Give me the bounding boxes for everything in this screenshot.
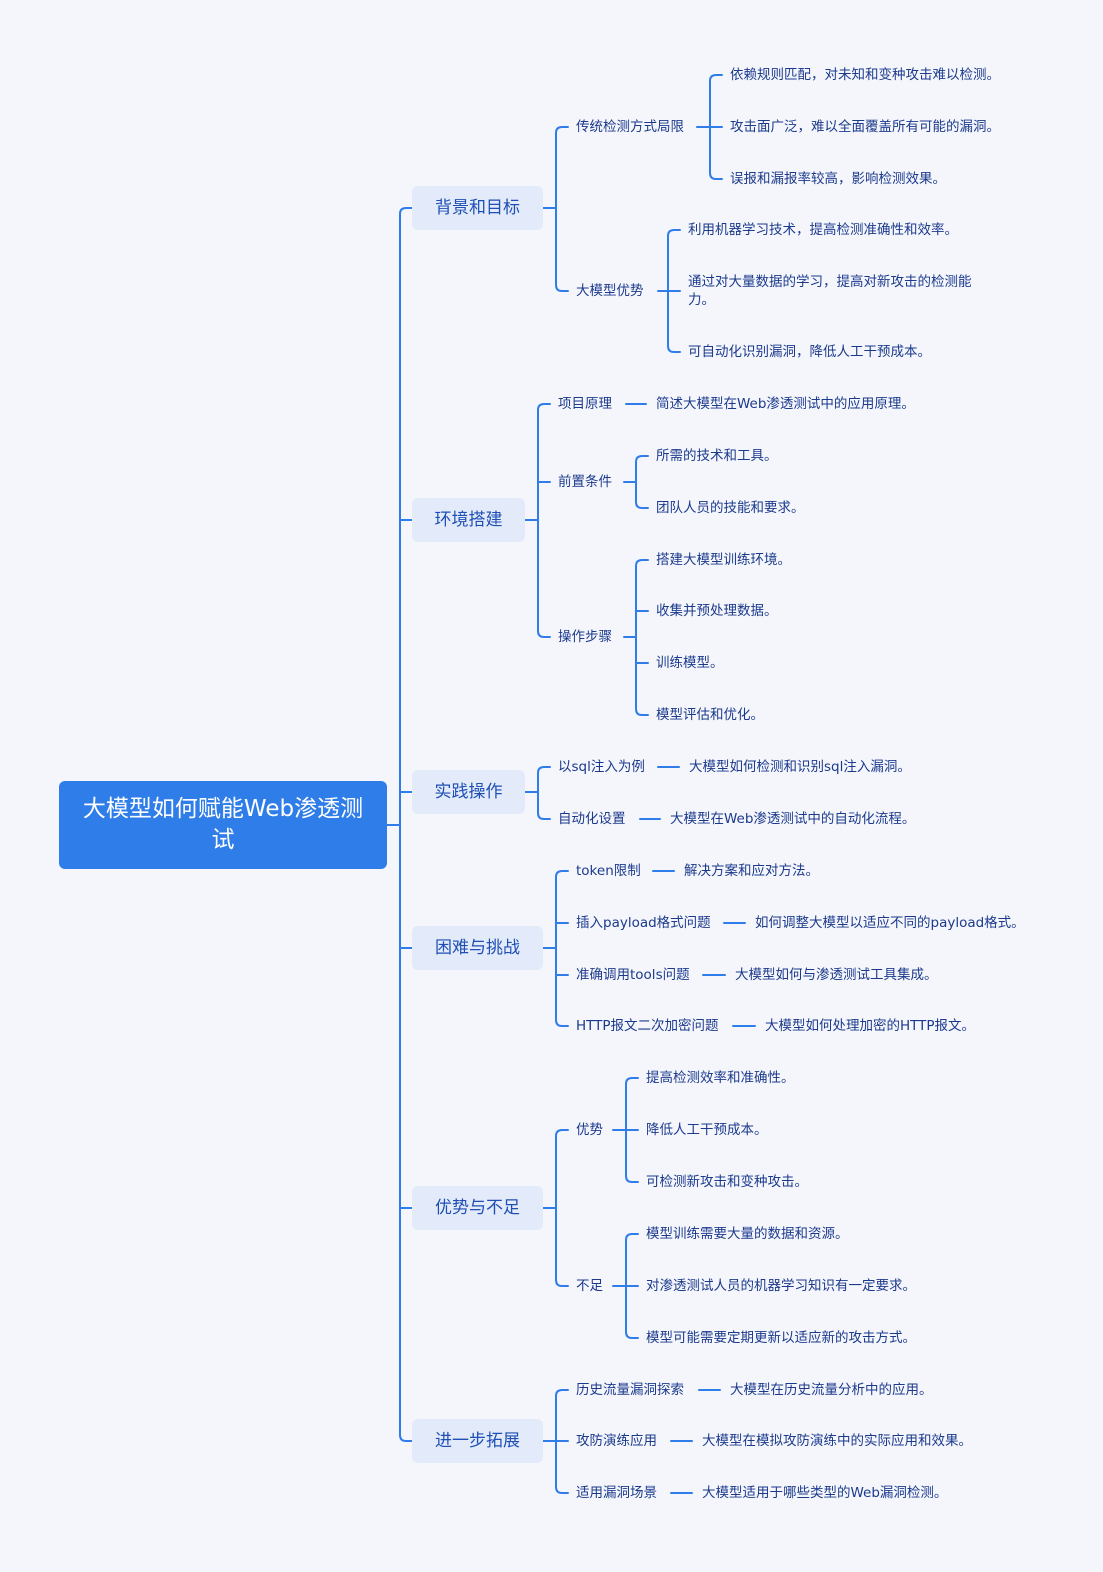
connector-line (635, 559, 649, 716)
leaf-label[interactable]: 利用机器学习技术，提高检测准确性和效率。 (688, 222, 958, 238)
subtopic-label[interactable]: 插入payload格式问题 (576, 915, 711, 931)
leaf-label[interactable]: 可检测新攻击和变种攻击。 (646, 1174, 808, 1190)
leaf-label[interactable]: 简述大模型在Web渗透测试中的应用原理。 (656, 396, 915, 412)
branch-node[interactable]: 优势与不足 (412, 1186, 543, 1230)
leaf-label[interactable]: 训练模型。 (656, 655, 724, 671)
leaf-label[interactable]: 攻击面广泛，难以全面覆盖所有可能的漏洞。 (730, 119, 1000, 135)
subtopic-label[interactable]: 操作步骤 (558, 629, 612, 645)
leaf-label[interactable]: 模型评估和优化。 (656, 707, 764, 723)
leaf-label[interactable]: 大模型如何与渗透测试工具集成。 (735, 967, 938, 983)
connector-line (555, 1129, 569, 1287)
leaf-label[interactable]: 大模型在模拟攻防演练中的实际应用和效果。 (702, 1433, 972, 1449)
leaf-label[interactable]: 大模型如何处理加密的HTTP报文。 (765, 1018, 976, 1034)
branch-node[interactable]: 背景和目标 (412, 186, 543, 230)
subtopic-label[interactable]: 以sql注入为例 (558, 759, 645, 775)
leaf-label[interactable]: 大模型适用于哪些类型的Web漏洞检测。 (702, 1485, 948, 1501)
branch-node[interactable]: 实践操作 (412, 770, 525, 814)
connector-line (555, 870, 569, 1027)
subtopic-label[interactable]: 传统检测方式局限 (576, 119, 684, 135)
subtopic-label[interactable]: 大模型优势 (576, 283, 644, 299)
subtopic-label[interactable]: 项目原理 (558, 396, 612, 412)
subtopic-label[interactable]: 前置条件 (558, 474, 612, 490)
branch-node[interactable]: 进一步拓展 (412, 1419, 543, 1463)
branch-node[interactable]: 困难与挑战 (412, 926, 543, 970)
root-node[interactable]: 大模型如何赋能Web渗透测试 (59, 781, 387, 869)
leaf-label[interactable]: 大模型在历史流量分析中的应用。 (730, 1382, 933, 1398)
leaf-label[interactable]: 团队人员的技能和要求。 (656, 500, 805, 516)
leaf-label[interactable]: 依赖规则匹配，对未知和变种攻击难以检测。 (730, 67, 1000, 83)
subtopic-label[interactable]: 不足 (576, 1278, 603, 1294)
leaf-label[interactable]: 解决方案和应对方法。 (684, 863, 819, 879)
connector-line (399, 207, 413, 1442)
subtopic-label[interactable]: token限制 (576, 863, 641, 879)
leaf-label[interactable]: 对渗透测试人员的机器学习知识有一定要求。 (646, 1278, 916, 1294)
leaf-label[interactable]: 通过对大量数据的学习，提高对新攻击的检测能力。 (688, 274, 972, 308)
branch-node[interactable]: 环境搭建 (412, 498, 525, 542)
connector-line (537, 766, 551, 820)
leaf-label[interactable]: 所需的技术和工具。 (656, 448, 778, 464)
subtopic-label[interactable]: 优势 (576, 1122, 603, 1138)
connector-line (537, 403, 551, 638)
subtopic-label[interactable]: 准确调用tools问题 (576, 967, 690, 983)
leaf-label[interactable]: 提高检测效率和准确性。 (646, 1070, 795, 1086)
leaf-label[interactable]: 模型训练需要大量的数据和资源。 (646, 1226, 849, 1242)
connector-line (635, 455, 649, 509)
root-title: 大模型如何赋能Web渗透测试 (82, 796, 364, 853)
leaf-label[interactable]: 搭建大模型训练环境。 (656, 552, 791, 568)
connector-line (555, 126, 569, 292)
leaf-label[interactable]: 收集并预处理数据。 (656, 603, 778, 619)
subtopic-label[interactable]: HTTP报文二次加密问题 (576, 1018, 719, 1034)
subtopic-label[interactable]: 自动化设置 (558, 811, 626, 827)
leaf-label[interactable]: 可自动化识别漏洞，降低人工干预成本。 (688, 344, 931, 360)
subtopic-label[interactable]: 攻防演练应用 (576, 1433, 657, 1449)
leaf-label[interactable]: 模型可能需要定期更新以适应新的攻击方式。 (646, 1330, 916, 1346)
leaf-label[interactable]: 如何调整大模型以适应不同的payload格式。 (755, 915, 1025, 931)
leaf-label[interactable]: 大模型如何检测和识别sql注入漏洞。 (689, 759, 911, 775)
subtopic-label[interactable]: 历史流量漏洞探索 (576, 1382, 684, 1398)
subtopic-label[interactable]: 适用漏洞场景 (576, 1485, 657, 1501)
leaf-label[interactable]: 降低人工干预成本。 (646, 1122, 768, 1138)
leaf-label[interactable]: 误报和漏报率较高，影响检测效果。 (730, 171, 946, 187)
leaf-label[interactable]: 大模型在Web渗透测试中的自动化流程。 (670, 811, 916, 827)
